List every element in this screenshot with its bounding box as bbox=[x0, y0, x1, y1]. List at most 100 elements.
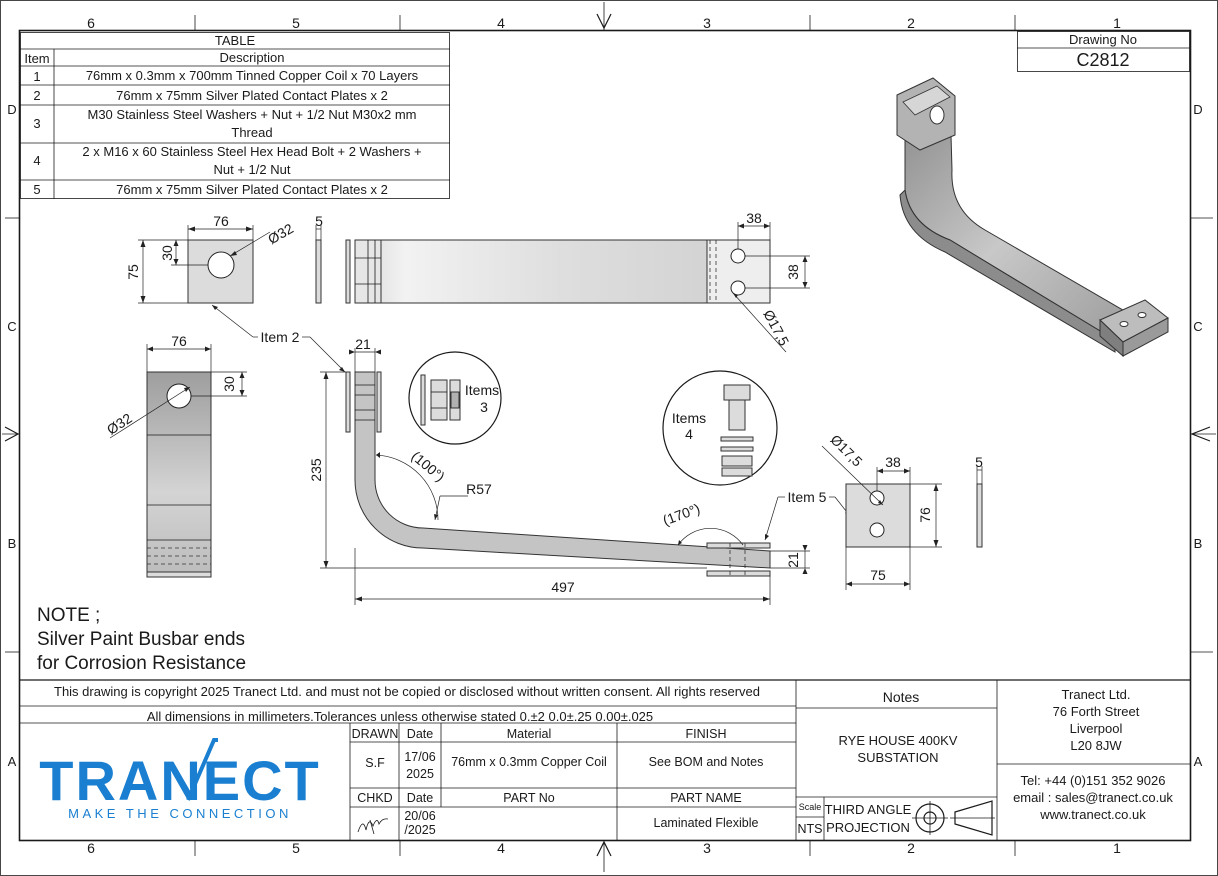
projection-line-2: PROJECTION bbox=[826, 820, 910, 835]
note-heading: NOTE ; bbox=[37, 605, 100, 626]
drawn-by: S.F bbox=[365, 756, 385, 770]
company-tel: Tel: +44 (0)151 352 9026 bbox=[1021, 773, 1166, 788]
contact-plate-item5-view: 38 76 75 Ø17,5 5 bbox=[821, 431, 983, 590]
dim-plate-hole-dia: Ø32 bbox=[265, 220, 296, 247]
dim-plate-height: 75 bbox=[125, 264, 141, 280]
drawing-no-label: Drawing No bbox=[1069, 32, 1137, 47]
bom-row-2-desc: 76mm x 75mm Silver Plated Contact Plates… bbox=[116, 88, 388, 103]
finish-label: FINISH bbox=[686, 727, 727, 741]
logo-swoosh-icon bbox=[186, 738, 218, 801]
zone-left-b: B bbox=[8, 536, 17, 551]
dim-bend-plate-thickness: 21 bbox=[355, 336, 371, 352]
dim-plate-hole-offset: 30 bbox=[159, 245, 175, 261]
dim-angle-170: (170°) bbox=[661, 500, 702, 528]
zone-bottom-6: 6 bbox=[87, 840, 95, 856]
zone-left-c: C bbox=[7, 319, 16, 334]
zone-right-d: D bbox=[1193, 102, 1202, 117]
project-line-2: SUBSTATION bbox=[857, 750, 938, 765]
detail-items-3: Items 3 bbox=[408, 351, 502, 445]
part-name-label: PART NAME bbox=[670, 791, 742, 805]
bom-col-item: Item bbox=[24, 51, 49, 66]
zone-top-5: 5 bbox=[292, 15, 300, 31]
copyright-text: This drawing is copyright 2025 Tranect L… bbox=[54, 684, 760, 699]
dim-height-235: 235 bbox=[308, 458, 324, 482]
strip-end-view: 76 30 Ø32 bbox=[104, 333, 247, 578]
zone-top-1: 1 bbox=[1113, 15, 1121, 31]
bom-row-4-desc-line2: Nut + 1/2 Nut bbox=[214, 162, 291, 177]
dim-plate-thickness: 5 bbox=[315, 213, 323, 229]
callout-items-3-number: 3 bbox=[480, 399, 488, 415]
dim-end-view-hole-dia: Ø32 bbox=[104, 410, 135, 438]
callout-item-5: Item 5 bbox=[788, 489, 827, 505]
bom-row-1-item: 1 bbox=[33, 69, 40, 84]
company-city: Liverpool bbox=[1070, 721, 1123, 736]
bom-row-3-desc-line2: Thread bbox=[231, 125, 272, 140]
dim-strip-hole-pitch: 38 bbox=[746, 210, 762, 226]
title-block: This drawing is copyright 2025 Tranect L… bbox=[20, 679, 1190, 840]
zone-bottom-1: 1 bbox=[1113, 840, 1121, 856]
bom-row-2-item: 2 bbox=[33, 88, 40, 103]
dim-end-view-hole-offset: 30 bbox=[221, 376, 237, 392]
notes-label: Notes bbox=[883, 689, 920, 705]
material-label: Material bbox=[507, 727, 551, 741]
zone-bottom-5: 5 bbox=[292, 840, 300, 856]
zone-right-a: A bbox=[1194, 754, 1203, 769]
bom-row-4-item: 4 bbox=[33, 153, 40, 168]
note-line-2: for Corrosion Resistance bbox=[37, 653, 246, 674]
project-line-1: RYE HOUSE 400KV bbox=[839, 733, 958, 748]
checked-date-2: /2025 bbox=[404, 823, 435, 837]
contact-plate-top-view: 76 75 30 Ø32 5 Item 2 bbox=[125, 213, 346, 373]
zone-bottom-2: 2 bbox=[907, 840, 915, 856]
zone-right-b: B bbox=[1194, 536, 1203, 551]
dim-strip-hole-offset: 38 bbox=[785, 264, 801, 280]
drawn-date-label: Date bbox=[407, 727, 433, 741]
bom-row-3-item: 3 bbox=[33, 116, 40, 131]
logo-wordmark: TRANECT bbox=[39, 749, 321, 812]
drawing-number-box: Drawing No C2812 bbox=[1017, 31, 1190, 72]
drawn-date-2: 2025 bbox=[406, 767, 434, 781]
checked-date-label: Date bbox=[407, 791, 433, 805]
part-no-label: PART No bbox=[503, 791, 554, 805]
callout-items-3-label: Items bbox=[465, 382, 499, 398]
company-street: 76 Forth Street bbox=[1053, 704, 1140, 719]
company-web: www.tranect.co.uk bbox=[1039, 807, 1146, 822]
callout-items-4-label: Items bbox=[672, 410, 706, 426]
zone-bottom-4: 4 bbox=[497, 840, 505, 856]
drawn-date-1: 17/06 bbox=[404, 750, 435, 764]
zone-left-d: D bbox=[7, 102, 16, 117]
bom-table: TABLE Item Description 1 76mm x 0.3mm x … bbox=[20, 32, 450, 199]
logo-tagline: MAKE THE CONNECTION bbox=[68, 806, 292, 821]
zone-top-6: 6 bbox=[87, 15, 95, 31]
bom-row-5-item: 5 bbox=[33, 182, 40, 197]
scale-label: Scale bbox=[799, 802, 822, 812]
isometric-view bbox=[896, 77, 1169, 358]
tolerances-text: All dimensions in millimeters.Tolerances… bbox=[147, 709, 653, 724]
bom-row-5-desc: 76mm x 75mm Silver Plated Contact Plates… bbox=[116, 182, 388, 197]
dim-end-thickness: 21 bbox=[785, 552, 801, 568]
scale-value: NTS bbox=[798, 822, 823, 836]
checked-date-1: 20/06 bbox=[404, 809, 435, 823]
note-line-1: Silver Paint Busbar ends bbox=[37, 629, 245, 650]
checker-signature bbox=[357, 818, 389, 835]
zone-top-2: 2 bbox=[907, 15, 915, 31]
zone-top-4: 4 bbox=[497, 15, 505, 31]
part-name-value: Laminated Flexible bbox=[654, 816, 759, 830]
dim-item5-hole-pitch: 38 bbox=[885, 454, 901, 470]
corrosion-note: NOTE ; Silver Paint Busbar ends for Corr… bbox=[37, 605, 246, 674]
callout-items-4-number: 4 bbox=[685, 426, 693, 442]
tranect-logo: TRANECT MAKE THE CONNECTION bbox=[39, 738, 321, 821]
material-value: 76mm x 0.3mm Copper Coil bbox=[451, 755, 607, 769]
bom-row-3-desc-line1: M30 Stainless Steel Washers + Nut + 1/2 … bbox=[88, 107, 417, 122]
bom-row-4-desc-line1: 2 x M16 x 60 Stainless Steel Hex Head Bo… bbox=[82, 144, 421, 159]
zone-right-c: C bbox=[1193, 319, 1202, 334]
checked-label: CHKD bbox=[357, 791, 392, 805]
dim-item5-height: 76 bbox=[917, 507, 933, 523]
zone-bottom-3: 3 bbox=[703, 840, 711, 856]
dim-length-497: 497 bbox=[551, 579, 575, 595]
third-angle-projection-icon bbox=[912, 800, 995, 836]
finish-value: See BOM and Notes bbox=[649, 755, 764, 769]
dim-item5-thickness: 5 bbox=[975, 454, 983, 470]
dim-strip-hole-dia: Ø17,5 bbox=[760, 307, 792, 348]
